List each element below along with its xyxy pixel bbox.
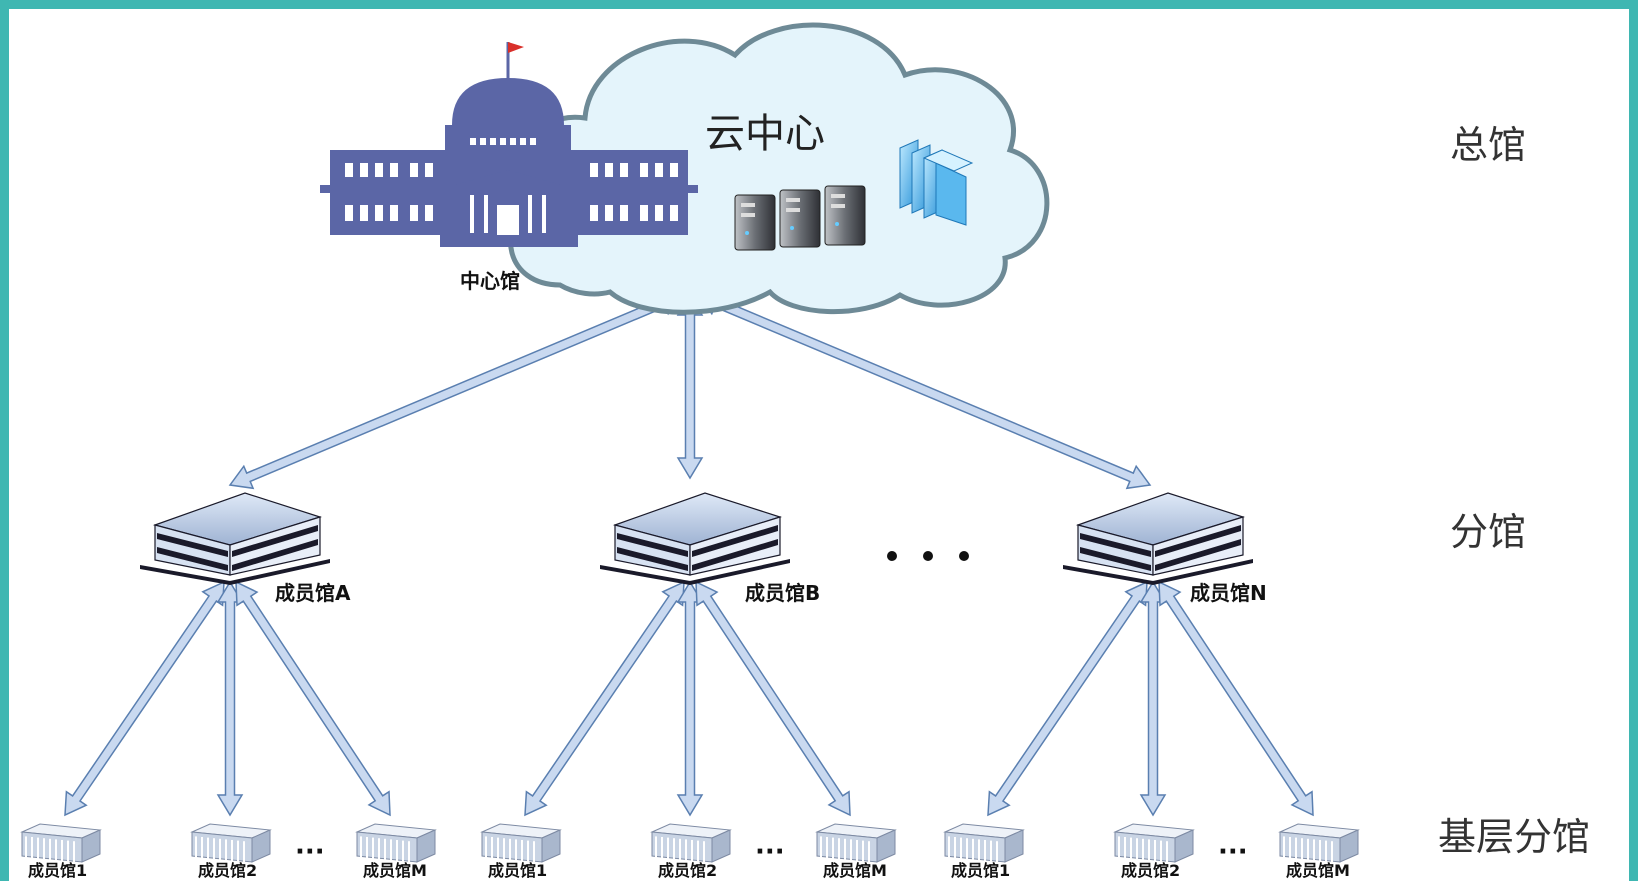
arrow-branch-to-member (1158, 580, 1314, 817)
arrow-branch-to-member (64, 580, 225, 817)
member-label: 成员馆M (1286, 861, 1350, 880)
member-library-icon (355, 823, 437, 864)
arrow-branch-to-member (1139, 580, 1167, 817)
member-label: 成员馆1 (28, 861, 87, 880)
arrow-branch-to-member (524, 580, 685, 817)
member-label: 成员馆M (363, 861, 427, 880)
arrow-branch-to-member (216, 580, 244, 817)
branch-libraries: 成员馆A 成员馆B 成员馆N (140, 492, 1267, 605)
member-label: 成员馆1 (951, 861, 1010, 880)
connection-arrows (64, 290, 1314, 817)
branch-ellipsis (887, 551, 969, 561)
storage-icon (899, 139, 974, 226)
member-label: 成员馆M (823, 861, 887, 880)
tier-label-middle: 分馆 (1450, 510, 1526, 554)
member-label: 成员馆2 (1121, 861, 1180, 880)
arrow-cloud-to-branch (696, 290, 1152, 490)
arrow-cloud-to-branch (676, 293, 704, 480)
arrow-branch-to-member (676, 580, 704, 817)
tier-label-bottom: 基层分馆 (1438, 815, 1590, 859)
member-libraries: 成员馆1 成员馆2 成员馆M ··· 成员馆1 成员馆2 成员馆M ··· 成员馆1 成员馆2 成员… (20, 823, 1360, 880)
branch-label: 成员馆N (1190, 581, 1267, 605)
branch-library-icon (140, 492, 330, 585)
cloud-title: 云中心 (705, 111, 825, 157)
central-library-label: 中心馆 (460, 269, 520, 293)
member-library-icon (650, 823, 732, 864)
member-library-icon (480, 823, 562, 864)
member-label: 成员馆2 (198, 861, 257, 880)
branch-library-icon (600, 492, 790, 585)
arrow-branch-to-member (235, 580, 391, 817)
member-library-icon (1113, 823, 1195, 864)
arrow-branch-to-member (695, 580, 851, 817)
cloud-center: 云中心 (508, 22, 1050, 315)
server-icon (734, 185, 866, 251)
arrow-cloud-to-branch (228, 290, 684, 490)
branch-label: 成员馆B (745, 581, 820, 605)
arrow-branch-to-member (987, 580, 1148, 817)
member-library-icon (20, 823, 102, 864)
central-library-icon (320, 42, 698, 247)
member-label: 成员馆1 (488, 861, 547, 880)
branch-library-icon (1063, 492, 1253, 585)
member-ellipsis: ··· (755, 837, 785, 867)
member-library-icon (190, 823, 272, 864)
member-library-icon (1278, 823, 1360, 864)
member-ellipsis: ··· (1218, 837, 1248, 867)
branch-label: 成员馆A (275, 581, 351, 605)
member-label: 成员馆2 (658, 861, 717, 880)
tier-label-top: 总馆 (1450, 123, 1526, 167)
member-library-icon (815, 823, 897, 864)
member-library-icon (943, 823, 1025, 864)
member-ellipsis: ··· (295, 837, 325, 867)
